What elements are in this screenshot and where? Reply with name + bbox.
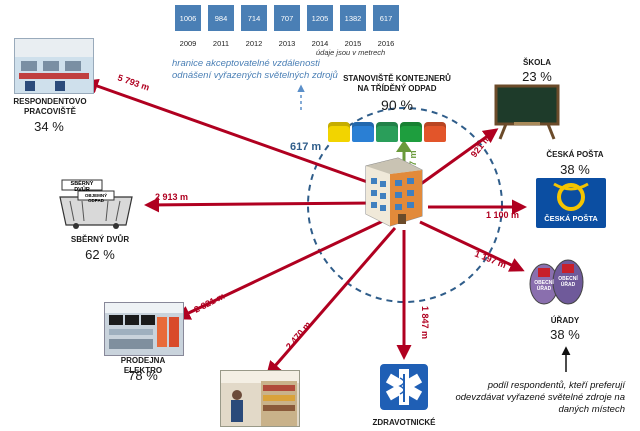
acceptable-distance-circle bbox=[307, 107, 503, 303]
town-hall-signs-icon: OBECNÍ ÚŘAD OBECNÍ ÚŘAD bbox=[528, 258, 584, 308]
label-prodejna: PRODEJNA ELEKTRO bbox=[120, 356, 166, 375]
label-pracoviste: RESPONDENTOVO PRACOVIŠTĚ bbox=[13, 97, 87, 116]
town-hall-sign-1: OBECNÍ ÚŘAD bbox=[534, 280, 554, 292]
chart-value-2014: 1205 bbox=[312, 14, 329, 23]
percent-pracoviste: 34 % bbox=[34, 119, 64, 134]
percent-posta: 38 % bbox=[560, 162, 590, 177]
chart-year-2016: 2016 bbox=[378, 39, 395, 48]
chart-value-2015: 1382 bbox=[345, 14, 362, 23]
waste-yard-sign: SBĚRNÝ DVŮR bbox=[70, 181, 94, 193]
electronics-store-photo bbox=[104, 302, 184, 356]
chart-value-2012: 714 bbox=[248, 14, 261, 23]
label-zdravotnicke: ZDRAVOTNICKÉ bbox=[372, 418, 436, 427]
threshold-bar-chart: 1006 2009 984 2011 714 2012 707 2013 1205 2014 138… bbox=[175, 5, 399, 48]
arrow-to-skola bbox=[417, 128, 499, 188]
chart-bar-2013 bbox=[274, 5, 300, 31]
percent-skola: 23 % bbox=[522, 69, 552, 84]
arrow-to-supermarket bbox=[266, 227, 397, 377]
supermarket-photo bbox=[220, 370, 300, 427]
chart-bar-2012 bbox=[241, 5, 267, 31]
dist-zdravotnicke: 1 847 m bbox=[420, 306, 430, 339]
chart-value-2009: 1006 bbox=[180, 14, 197, 23]
arrow-to-pracoviste bbox=[83, 78, 391, 192]
chart-bar-2015 bbox=[340, 5, 366, 31]
dist-supermarket: 2 470 m bbox=[284, 320, 313, 352]
arrow-to-prodejna bbox=[175, 218, 386, 320]
center-label: STANOVIŠTĚ KONTEJNERŮ NA TŘÍDĚNÝ ODPAD bbox=[343, 74, 451, 93]
waste-yard-tag: OBJEMNÝ ODPAD bbox=[84, 193, 108, 203]
label-sberny-dvur: SBĚRNÝ DVŮR bbox=[70, 235, 130, 244]
chart-year-2015: 2015 bbox=[345, 39, 362, 48]
percent-prodejna: 78 % bbox=[128, 368, 158, 383]
school-blackboard-icon bbox=[494, 84, 560, 140]
chart-value-2016: 617 bbox=[380, 14, 393, 23]
dist-threshold: 617 m bbox=[290, 141, 321, 153]
chart-year-2014: 2014 bbox=[312, 39, 329, 48]
percent-sberny-dvur: 62 % bbox=[85, 247, 115, 262]
dist-pracoviste: 5 793 m bbox=[116, 72, 150, 92]
container-bin-1 bbox=[328, 122, 350, 142]
label-skola: ŠKOLA bbox=[523, 58, 551, 67]
office-photo bbox=[14, 38, 94, 94]
chart-bar-2009 bbox=[175, 5, 201, 31]
container-bin-3 bbox=[376, 122, 398, 142]
percent-urady: 38 % bbox=[550, 327, 580, 342]
container-bins bbox=[328, 118, 448, 144]
waste-yard-icon: SBĚRNÝ DVŮR OBJEMNÝ ODPAD bbox=[56, 177, 136, 229]
chart-value-2013: 707 bbox=[281, 14, 294, 23]
dist-prodejna: 2 821 m bbox=[192, 291, 226, 315]
chart-unit-note: údaje jsou v metrech bbox=[316, 48, 386, 57]
chart-bar-2011 bbox=[208, 5, 234, 31]
dist-posta: 1 100 m bbox=[486, 210, 519, 220]
chart-value-2011: 984 bbox=[215, 14, 228, 23]
up-arrow-head bbox=[396, 140, 412, 152]
apartment-building-icon bbox=[360, 156, 430, 228]
town-hall-sign-2: OBECNÍ ÚŘAD bbox=[558, 276, 578, 288]
threshold-caption: hranice akceptovatelné vzdálenosti odnáš… bbox=[172, 58, 338, 81]
chart-year-2012: 2012 bbox=[246, 39, 263, 48]
arrow-to-urady bbox=[419, 220, 525, 272]
czech-post-logo-icon: ČESKÁ POŠTA bbox=[536, 178, 606, 228]
czech-post-logo-text: ČESKÁ POŠTA bbox=[544, 214, 598, 223]
container-bin-4 bbox=[400, 122, 422, 142]
footnote: podíl respondentů, kteří preferují odevz… bbox=[455, 380, 625, 415]
label-urady: ÚŘADY bbox=[550, 316, 580, 325]
chart-year-2013: 2013 bbox=[279, 39, 296, 48]
dist-sberny-dvur: 2 913 m bbox=[155, 192, 188, 202]
chart-year-2011: 2011 bbox=[213, 39, 229, 48]
label-posta: ČESKÁ POŠTA bbox=[546, 150, 604, 159]
arrow-to-sberny-dvur bbox=[144, 197, 376, 213]
chart-bar-2014 bbox=[307, 5, 333, 31]
star-of-life-icon bbox=[380, 364, 428, 410]
chart-year-2009: 2009 bbox=[180, 39, 197, 48]
container-bin-5 bbox=[424, 122, 446, 142]
center-percent: 90 % bbox=[381, 97, 413, 113]
chart-bar-2016 bbox=[373, 5, 399, 31]
dist-containers: 227 m bbox=[408, 150, 418, 176]
container-bin-2 bbox=[352, 122, 374, 142]
